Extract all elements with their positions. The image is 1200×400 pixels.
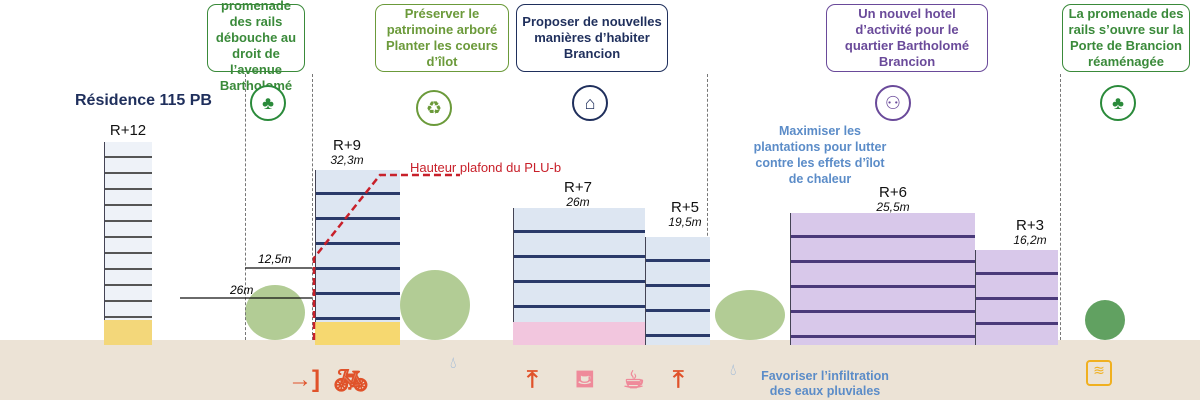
- goal-box-patrimoine: Préserver le patrimoine arboré Planter l…: [375, 4, 509, 72]
- house-icon: ⌂: [572, 85, 608, 121]
- building-ground-floor: [315, 322, 400, 345]
- tree: [715, 290, 785, 340]
- height-text: 25,5m: [876, 200, 910, 214]
- divider: [1060, 74, 1061, 340]
- goal-box-hotel: Un nouvel hotel d’activité pour le quart…: [826, 4, 988, 72]
- handshake-icon: ⚇: [875, 85, 911, 121]
- divider: [245, 74, 246, 340]
- building-r3: [975, 250, 1058, 345]
- residence-label: Résidence 115 PB: [75, 92, 212, 109]
- plu-label: Hauteur plafond du PLU-b: [410, 160, 562, 175]
- divider: [312, 74, 313, 340]
- height-text: 16,2m: [1013, 233, 1047, 247]
- level-text: R+9: [333, 137, 361, 154]
- building-ground-floor: [104, 320, 152, 345]
- level-text: R+7: [564, 179, 592, 196]
- water-drops-icon: 💧︎: [730, 362, 737, 379]
- building-ground-floor: [513, 322, 645, 345]
- dimension-12-5m: 12,5m: [258, 252, 292, 266]
- plant-cycle-icon: ♻: [416, 90, 452, 126]
- tree-bench-icon: ♣: [1100, 85, 1136, 121]
- tree: [400, 270, 470, 340]
- tree: [245, 285, 305, 340]
- building-r9: [315, 170, 400, 345]
- height-text: 19,5m: [668, 215, 702, 229]
- up-arrow-icon: ⤒: [527, 366, 538, 393]
- tree-bench-icon: ♣: [250, 85, 286, 121]
- mobility-icon: ≋: [1086, 360, 1112, 386]
- level-text: R+5: [671, 199, 699, 216]
- divider: [707, 74, 708, 340]
- cup-icon: ☕︎: [623, 367, 645, 394]
- up-arrow-icon: ⤒: [673, 366, 684, 393]
- water-drops-icon: 💧︎: [450, 355, 457, 372]
- building-r6: [790, 213, 975, 345]
- height-text: 26m: [566, 195, 590, 209]
- goal-box-porte-brancion: La promenade des rails s’ouvre sur la Po…: [1062, 4, 1190, 72]
- level-text: R+12: [109, 122, 147, 139]
- building-residence: [104, 142, 152, 345]
- goal-box-habiter: Proposer de nouvelles manières d’habiter…: [516, 4, 668, 72]
- bike-icon: 🚲︎: [333, 365, 369, 396]
- height-text: 32,3m: [330, 153, 364, 167]
- level-label: R+12: [108, 123, 148, 138]
- infiltration-note: Favoriser l’infiltration des eaux pluvia…: [761, 369, 889, 398]
- tree: [1085, 300, 1125, 340]
- ground: [0, 340, 1200, 400]
- entrance-icon: →]: [288, 366, 320, 393]
- basket-icon: ⛾: [575, 366, 595, 393]
- level-text: R+3: [1016, 217, 1044, 234]
- level-text: R+6: [879, 184, 907, 201]
- building-r5: [645, 237, 710, 345]
- dimension-26m: 26m: [230, 283, 254, 297]
- plantations-note: Maximiser les plantations pour lutter co…: [753, 124, 887, 186]
